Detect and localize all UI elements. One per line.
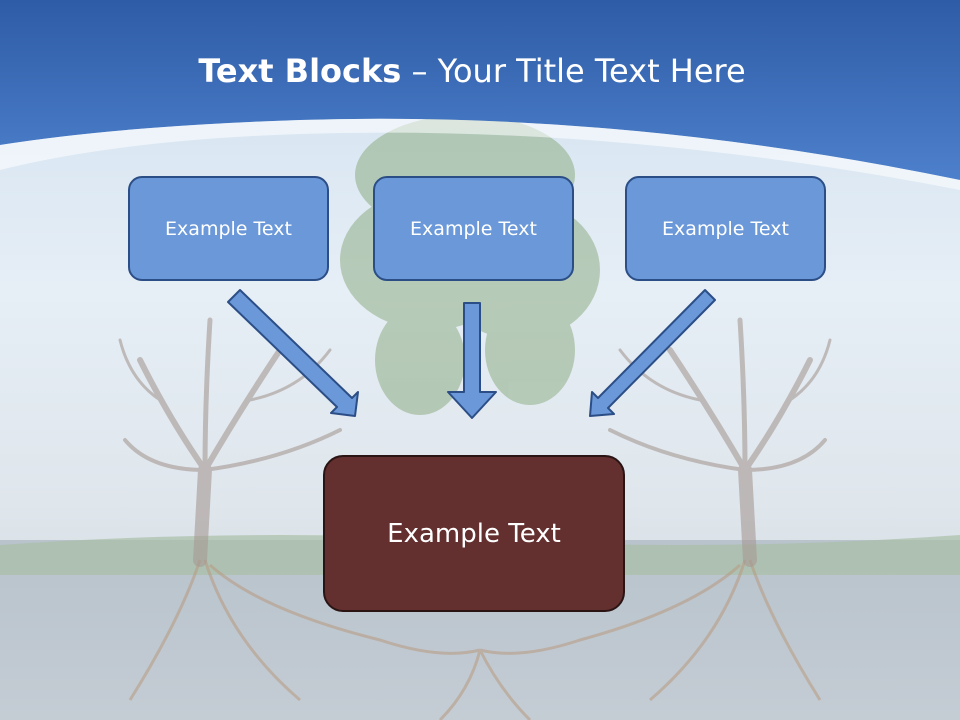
text-block-1-label: Example Text xyxy=(165,217,292,240)
page-title: Text Blocks – Your Title Text Here xyxy=(0,52,944,90)
text-block-1[interactable]: Example Text xyxy=(128,176,329,281)
text-block-3-label: Example Text xyxy=(662,217,789,240)
main-text-block-label: Example Text xyxy=(387,518,561,549)
arrow-center xyxy=(447,302,497,419)
main-text-block[interactable]: Example Text xyxy=(323,455,625,612)
title-bold: Text Blocks xyxy=(198,52,402,90)
title-rest: – Your Title Text Here xyxy=(401,52,746,90)
text-block-2-label: Example Text xyxy=(410,217,537,240)
text-block-3[interactable]: Example Text xyxy=(625,176,826,281)
text-block-2[interactable]: Example Text xyxy=(373,176,574,281)
arrow-left xyxy=(227,289,359,417)
arrow-right xyxy=(589,289,716,417)
